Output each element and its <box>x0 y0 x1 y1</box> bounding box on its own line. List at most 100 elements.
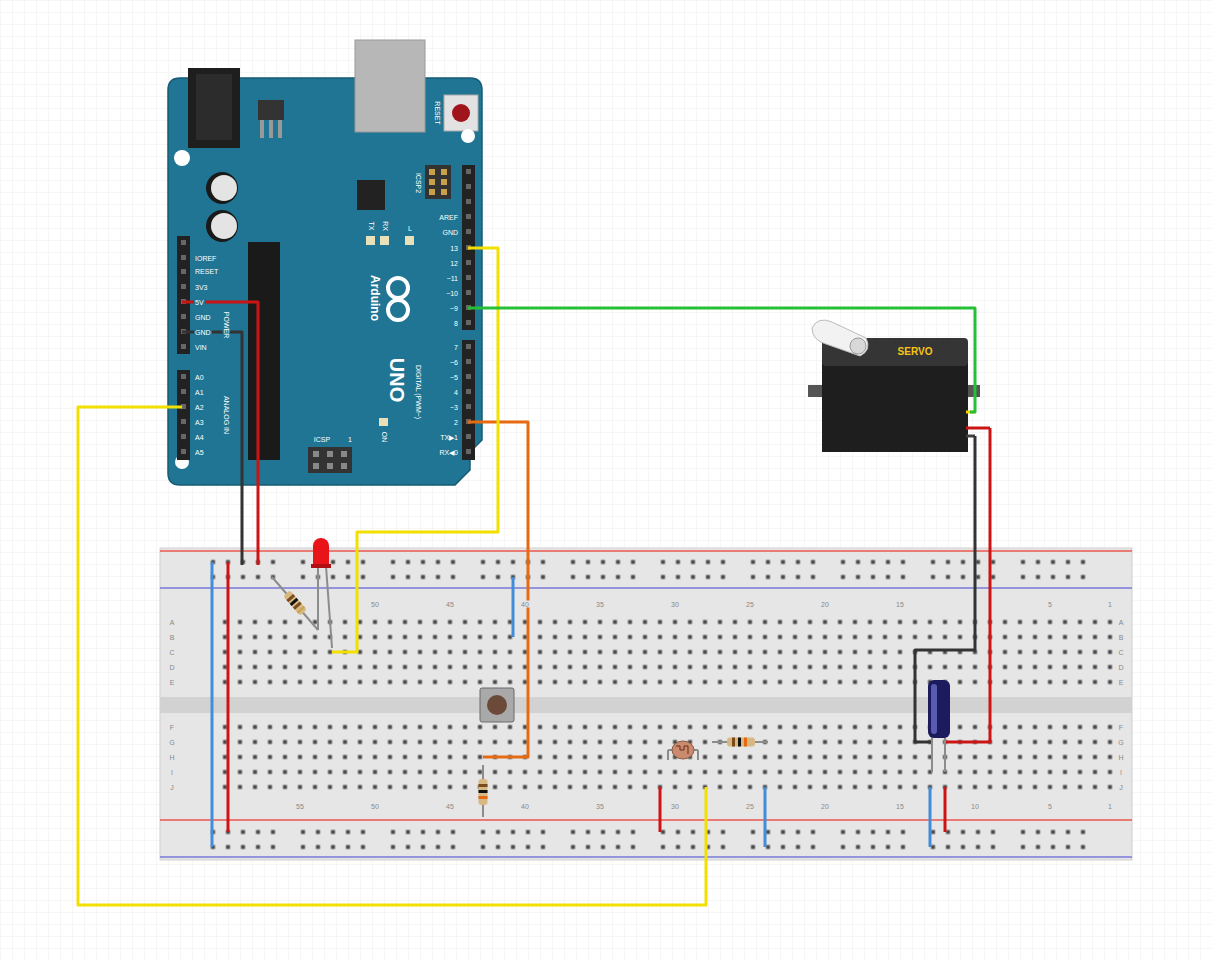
row-letter: D <box>1117 664 1124 671</box>
components <box>479 784 488 787</box>
components <box>293 602 302 610</box>
led-label: RX <box>382 220 389 232</box>
wires <box>211 562 214 847</box>
components <box>727 738 755 747</box>
wires <box>78 407 706 905</box>
pin-label: ~6 <box>449 359 459 366</box>
header-pins <box>466 290 471 295</box>
servo-motor <box>966 385 980 397</box>
column-number: 35 <box>595 803 605 810</box>
servo-motor <box>808 320 990 452</box>
row-letter: E <box>169 679 176 686</box>
arduino-board <box>441 179 447 185</box>
breadboard <box>206 555 1091 585</box>
components <box>479 779 488 805</box>
pin-label: 5V <box>194 299 205 306</box>
arduino-board <box>341 451 347 457</box>
column-number: 10 <box>970 803 980 810</box>
pin-label: A4 <box>194 434 205 441</box>
header-group-label: POWER <box>223 311 230 339</box>
pin-label: ~9 <box>449 305 459 312</box>
components <box>272 577 318 630</box>
header-pins <box>181 314 186 319</box>
wires <box>915 436 975 742</box>
column-number: 15 <box>895 803 905 810</box>
row-letter: E <box>1118 679 1125 686</box>
arduino-board <box>206 172 238 204</box>
header-pins <box>181 419 186 424</box>
servo-motor <box>822 360 968 452</box>
components <box>283 590 307 616</box>
row-letter: I <box>1119 769 1123 776</box>
arduino-board <box>425 165 451 199</box>
header-pins <box>181 169 471 454</box>
signal-wire <box>482 308 975 412</box>
row-letter: B <box>169 634 176 641</box>
arduino-board <box>452 104 470 122</box>
wires <box>78 248 990 905</box>
column-number: 45 <box>445 601 455 608</box>
column-number: 55 <box>295 803 305 810</box>
arduino-board <box>461 129 475 143</box>
column-number: 5 <box>1047 803 1053 810</box>
breadboard <box>160 697 1132 713</box>
pin-label: VIN <box>194 344 208 351</box>
wires <box>468 307 482 310</box>
servo-motor <box>808 385 824 397</box>
arduino-board <box>211 213 237 239</box>
pin-label: RX◀0 <box>438 449 459 456</box>
header-pins <box>466 374 471 379</box>
wires <box>764 787 767 847</box>
header-pins <box>466 449 471 454</box>
pin-label: A3 <box>194 419 205 426</box>
arduino-board <box>379 418 388 426</box>
pin-label: 3V3 <box>194 284 208 291</box>
column-number: 25 <box>745 601 755 608</box>
components <box>283 590 307 616</box>
column-number: 40 <box>520 803 530 810</box>
header-pins <box>466 229 471 234</box>
wires <box>512 577 515 637</box>
pin-label: ~3 <box>449 404 459 411</box>
board-model: UNO <box>387 357 407 403</box>
arduino-board <box>441 169 447 175</box>
components <box>732 738 735 747</box>
column-number: 50 <box>370 601 380 608</box>
header-pins <box>181 344 186 349</box>
components <box>676 746 688 754</box>
pin-label: IOREF <box>194 255 217 262</box>
row-letter: A <box>169 619 176 626</box>
row-letter: C <box>1117 649 1124 656</box>
components <box>487 695 507 715</box>
arduino-board <box>366 236 375 245</box>
components <box>480 688 514 722</box>
header-pins <box>466 434 471 439</box>
components <box>928 680 950 738</box>
components <box>667 750 669 760</box>
column-number: 15 <box>895 601 905 608</box>
components <box>326 566 332 648</box>
board-silkscreen: RESET <box>434 100 441 125</box>
arduino-board <box>380 236 389 245</box>
servo-motor: SERVO <box>820 335 970 452</box>
components <box>697 750 699 760</box>
header-group-label: DIGITAL (PWM~) <box>415 364 422 420</box>
header-pins <box>466 199 471 204</box>
pin-label: ~10 <box>445 290 459 297</box>
column-number: 35 <box>595 601 605 608</box>
row-letter: G <box>168 739 175 746</box>
column-number: 50 <box>370 803 380 810</box>
arduino-board <box>196 74 232 140</box>
column-number: 1 <box>1107 601 1113 608</box>
pin-label: 13 <box>449 245 459 252</box>
breadboard <box>218 720 1118 795</box>
components <box>479 790 488 793</box>
header-pins <box>181 255 186 260</box>
pin-label: A1 <box>194 389 205 396</box>
arduino-board <box>313 463 319 469</box>
arduino-board <box>355 40 425 132</box>
pin-label: ~5 <box>449 374 459 381</box>
servo-motor <box>812 320 868 356</box>
arduino-board <box>248 242 280 460</box>
